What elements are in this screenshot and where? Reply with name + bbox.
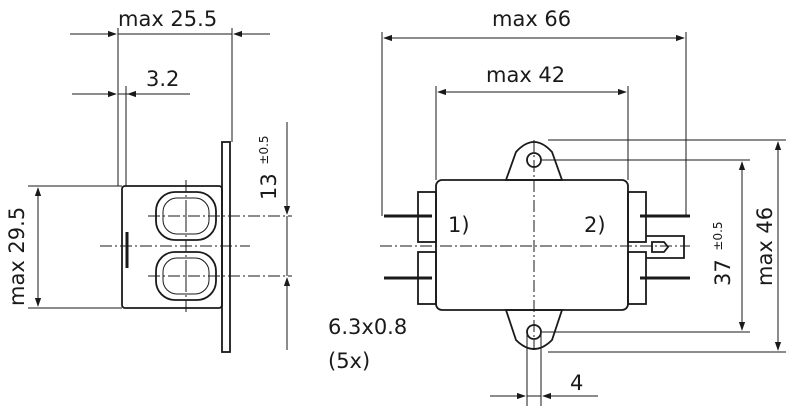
front-width-label: max 66 [492,7,571,31]
terminal-2-label: 2) [584,213,606,237]
mounting-flange [221,141,231,353]
terminal-1-label: 1) [448,213,470,237]
side-height-label: max 29.5 [5,207,29,306]
hole-spacing-label: 37 ±0.5 [711,221,735,286]
hole-spacing-value: 37 [711,259,735,286]
front-height-label: max 46 [753,207,777,286]
front-body [435,179,629,311]
side-view: max 25.5 3.2 max 29.5 13 ±0.5 [5,7,292,353]
spade-tab [646,235,685,259]
hole-spacing-tolerance: ±0.5 [711,221,725,250]
front-body-label: max 42 [486,63,565,87]
tab-count-label: (5x) [328,349,370,373]
side-offset-label: 3.2 [146,67,179,91]
front-view: 1) 2) max 66 max 42 max 46 37 ±0.5 [328,7,786,406]
side-spacing-value: 13 [257,173,281,200]
hole-label: 4 [570,371,583,395]
side-width-label: max 25.5 [118,7,217,31]
front-flange [504,141,564,181]
side-body [121,185,223,309]
side-spacing-label: 13 ±0.5 [257,135,281,200]
tab-size-label: 6.3x0.8 [328,315,407,339]
side-spacing-tolerance: ±0.5 [257,135,271,164]
